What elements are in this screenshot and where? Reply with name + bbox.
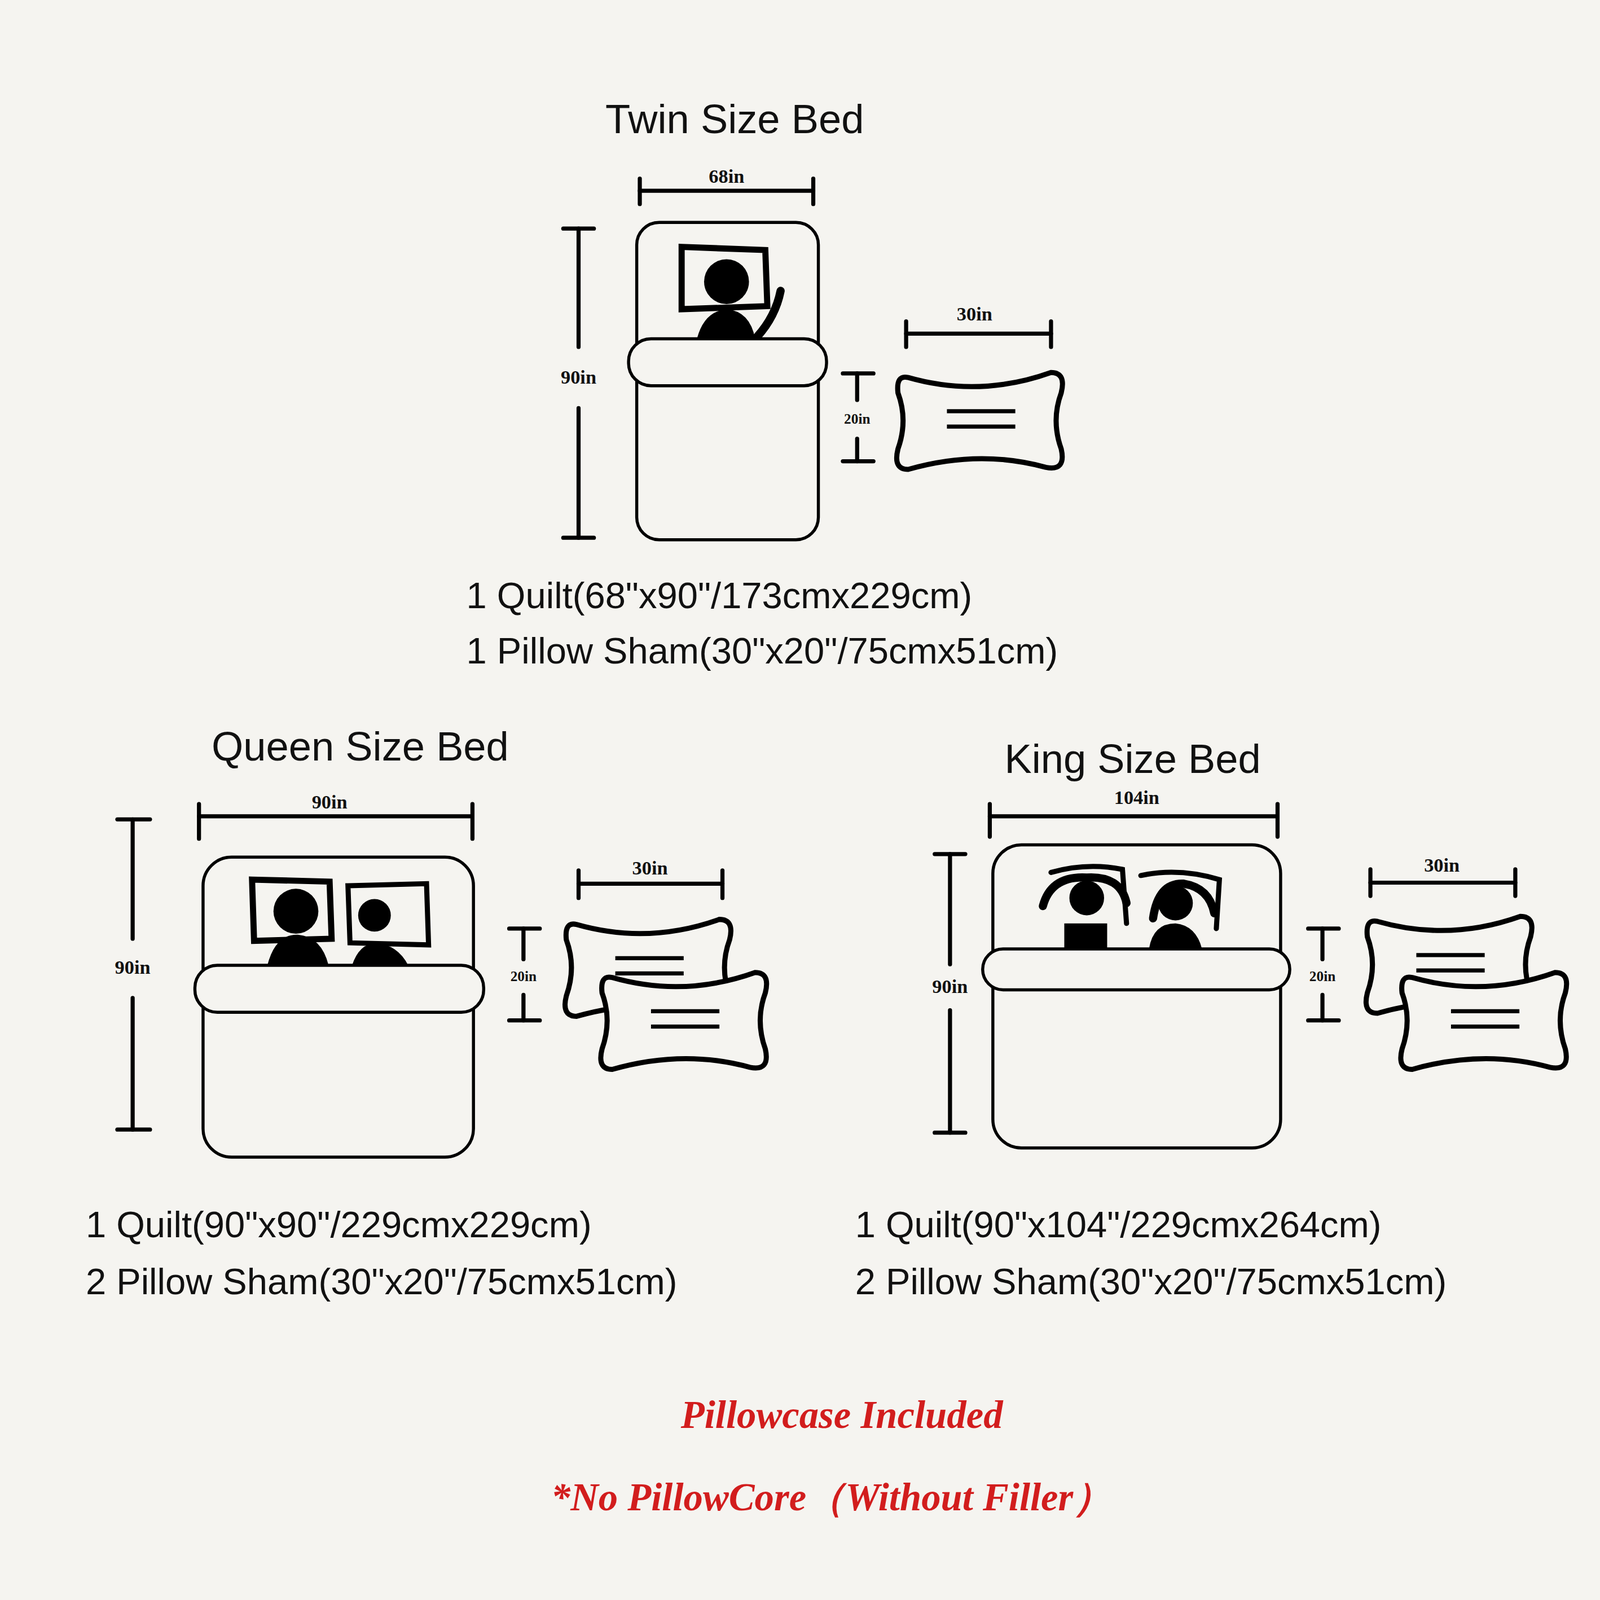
dimension-label: 68in [706, 165, 747, 188]
spec-line: 1 Pillow Sham(30"x20"/75cmx51cm) [466, 630, 1059, 672]
dimension-label: 104in [1111, 787, 1162, 809]
dimension-label: 30in [1421, 854, 1462, 877]
bed-heading: Twin Size Bed [605, 97, 864, 143]
spec-line: 2 Pillow Sham(30"x20"/75cmx51cm) [85, 1261, 678, 1303]
dimension-label: 20in [841, 411, 873, 428]
dimension-label: 90in [309, 791, 350, 813]
bed-heading: Queen Size Bed [211, 724, 509, 770]
spec-line: 1 Quilt(68"x90"/173cmx229cm) [466, 575, 973, 617]
dimension-label: 90in [929, 976, 970, 998]
dimension-label: 30in [954, 303, 995, 325]
red-note: Pillowcase Included [680, 1394, 1004, 1437]
bed-heading: King Size Bed [1004, 736, 1261, 782]
dimension-label: 30in [630, 857, 671, 879]
spec-line: 1 Quilt(90"x104"/229cmx264cm) [855, 1204, 1382, 1246]
red-note: *No PillowCore（Without Filler） [551, 1476, 1113, 1520]
dimension-label: 90in [112, 956, 153, 979]
dimension-label: 90in [558, 366, 599, 389]
spec-line: 1 Quilt(90"x90"/229cmx229cm) [85, 1204, 592, 1246]
spec-line: 2 Pillow Sham(30"x20"/75cmx51cm) [855, 1261, 1448, 1303]
dimension-label: 20in [508, 968, 539, 985]
dimension-label: 20in [1307, 968, 1338, 985]
